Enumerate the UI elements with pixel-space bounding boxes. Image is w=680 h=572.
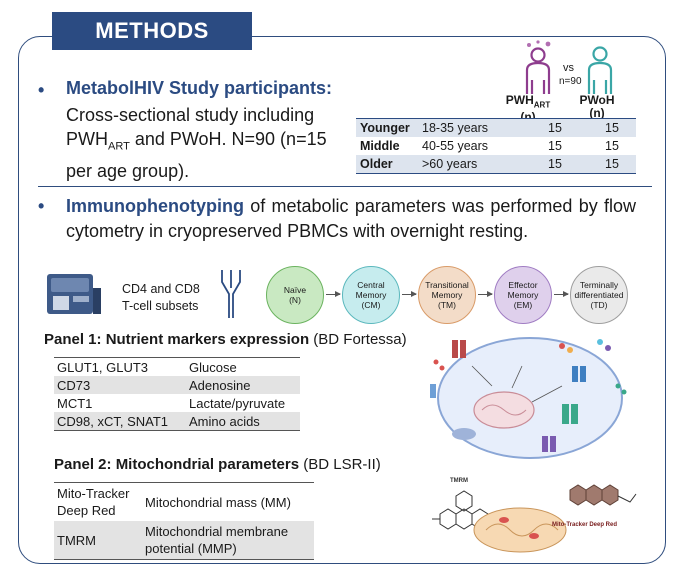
svg-text:TMRM: TMRM (450, 478, 468, 484)
arrow (402, 291, 417, 297)
stage-label: Memory (507, 290, 539, 300)
immunophenotyping-description: Immunophenotyping of metabolic parameter… (66, 196, 636, 241)
cell-sorting-funnel-icon (221, 270, 241, 318)
stage-label: Memory (355, 290, 387, 300)
panel1-title: Panel 1: Nutrient markers expression (BD… (44, 331, 407, 348)
table-row: Younger 18-35 years 15 15 (356, 118, 636, 137)
n-total-label: n=90 (559, 76, 582, 87)
arrow (478, 291, 493, 297)
methods-header: METHODS (52, 12, 252, 50)
table-row: Older >60 years 15 15 (356, 155, 636, 174)
stage-label: Terminally (579, 280, 619, 290)
stage-label: Naïve (283, 285, 307, 295)
participants-title: MetabolHIV Study participants: (66, 78, 333, 98)
age-group-table: Younger 18-35 years 15 15 Middle 40-55 y… (356, 118, 636, 174)
stage-label: (TD) (590, 300, 608, 310)
flow-cytometer-icon (47, 274, 101, 314)
arrow (554, 291, 569, 297)
pwoh-column-header: PWoH (n) (579, 93, 615, 120)
section-divider (38, 186, 652, 187)
stage-label: differentiated (574, 290, 624, 300)
stage-label: Memory (431, 290, 463, 300)
vs-label: vs (563, 62, 574, 74)
stage-label: (CM) (361, 300, 381, 310)
cell-metabolism-illustration (430, 337, 627, 459)
stage-label: Central (357, 280, 385, 290)
pwh-person-icon (525, 40, 551, 94)
stage-label: (TM) (438, 300, 456, 310)
stage-label: (N) (289, 295, 301, 305)
methods-frame (18, 36, 666, 564)
stage-label: (EM) (513, 300, 533, 310)
svg-text:Mito-Tracker Deep Red: Mito-Tracker Deep Red (552, 522, 617, 528)
stage-label: Transitional (425, 280, 469, 290)
stage-label: Effector (508, 280, 538, 290)
panel2-title: Panel 2: Mitochondrial parameters (BD LS… (54, 456, 381, 473)
mitochondrial-dye-illustration: TMRM Mito-Tracker Deep Red (432, 478, 637, 553)
pwoh-person-icon (587, 46, 613, 94)
t-cell-subsets-label: CD4 and CD8 T-cell subsets (122, 282, 200, 313)
bullet-marker: • (38, 196, 45, 216)
participants-description: Cross-sectional study including PWHART a… (66, 105, 327, 181)
arrow (326, 291, 341, 297)
table-row: Middle 40-55 years 15 15 (360, 139, 619, 153)
stage-naive: Naïve(N) (266, 266, 324, 324)
bullet-marker: • (38, 80, 45, 100)
